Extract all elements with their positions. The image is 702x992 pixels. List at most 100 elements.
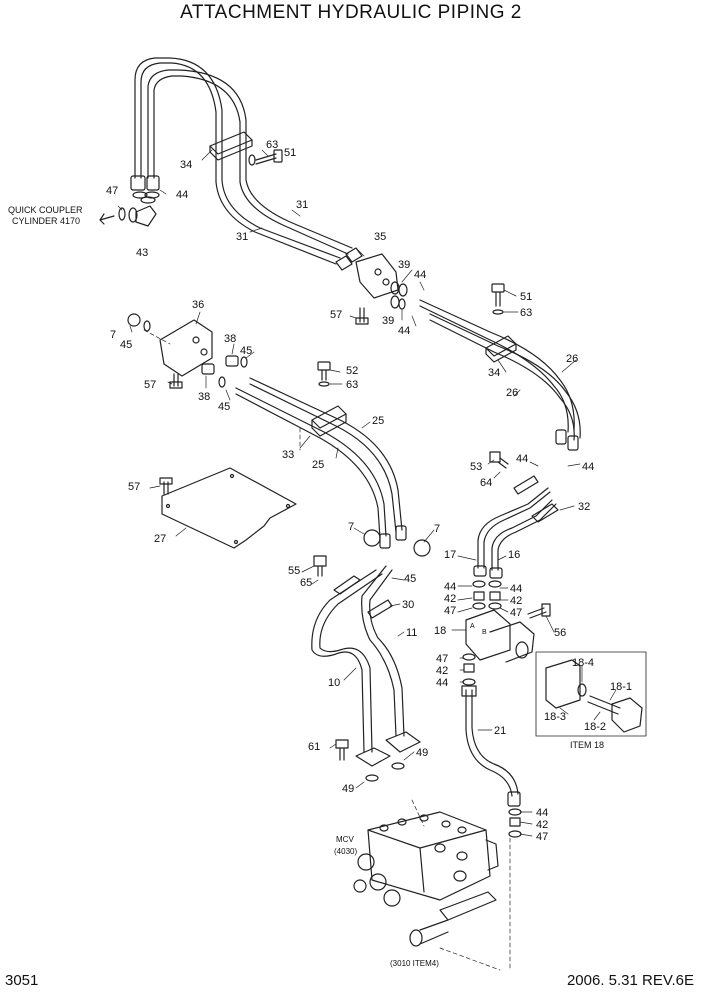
part-label: 47 bbox=[510, 607, 522, 619]
part-label: 35 bbox=[374, 231, 386, 243]
part-label: 7 bbox=[434, 523, 440, 535]
part-label: 44 bbox=[536, 807, 548, 819]
part-label: 45 bbox=[218, 401, 230, 413]
part-label: 57 bbox=[330, 309, 342, 321]
plates-30-65 bbox=[313, 555, 393, 619]
part-label: 16 bbox=[508, 549, 520, 561]
revision-date: 2006. 5.31 REV.6E bbox=[566, 972, 694, 989]
part-label: 42 bbox=[536, 819, 548, 831]
part-label: 56 bbox=[554, 627, 566, 639]
part-label: 44 bbox=[176, 189, 188, 201]
bolt-52 bbox=[317, 361, 331, 387]
part-label: 61 bbox=[308, 741, 320, 753]
bolt-51-right bbox=[491, 283, 505, 315]
part-label: 44 bbox=[516, 453, 528, 465]
part-label: 39 bbox=[398, 259, 410, 271]
part-label: 31 bbox=[236, 231, 248, 243]
part-label: 11 bbox=[406, 627, 417, 639]
leader-lines bbox=[143, 329, 511, 971]
part-label: 42 bbox=[444, 593, 456, 605]
reference-label: (3010 ITEM4) bbox=[390, 959, 439, 968]
part-label: 44 bbox=[414, 269, 426, 281]
valve-port-a: A bbox=[470, 623, 475, 630]
main-control-valve bbox=[353, 811, 499, 947]
part-label: 39 bbox=[382, 315, 394, 327]
part-label: 36 bbox=[192, 299, 204, 311]
part-label: 17 bbox=[444, 549, 456, 561]
hose-31-upper-loop bbox=[134, 57, 353, 265]
part-label: 33 bbox=[282, 449, 294, 461]
flanges-49-61 bbox=[335, 731, 421, 782]
part-label: 42 bbox=[436, 665, 448, 677]
part-label: 38 bbox=[224, 333, 236, 345]
cover-plate-27 bbox=[159, 467, 297, 549]
part-label: 26 bbox=[566, 353, 578, 365]
part-label: 31 bbox=[296, 199, 308, 211]
bolt-51-top bbox=[248, 149, 283, 166]
part-label: 43 bbox=[136, 247, 148, 259]
part-label: 63 bbox=[520, 307, 532, 319]
part-label: 51 bbox=[520, 291, 532, 303]
part-label: 7 bbox=[110, 329, 116, 341]
solenoid-valve-18 bbox=[465, 603, 551, 663]
part-label: 55 bbox=[288, 565, 300, 577]
part-label: 26 bbox=[506, 387, 518, 399]
part-label: 42 bbox=[510, 595, 522, 607]
caps-7 bbox=[363, 529, 431, 557]
bracket-36 bbox=[127, 313, 213, 389]
page-title: ATTACHMENT HYDRAULIC PIPING 2 bbox=[180, 2, 522, 23]
callout-leaders bbox=[117, 149, 617, 837]
part-label: 45 bbox=[240, 345, 252, 357]
item18-detail bbox=[535, 651, 647, 737]
part-label: 47 bbox=[106, 185, 118, 197]
part-label: 25 bbox=[312, 459, 324, 471]
part-label: 18-4 bbox=[572, 657, 594, 669]
part-label: 45 bbox=[120, 339, 132, 351]
mcv-label: MCV bbox=[336, 835, 354, 844]
part-label: 18-3 bbox=[544, 711, 566, 723]
part-label: 44 bbox=[436, 677, 448, 689]
orings-lower bbox=[462, 653, 476, 686]
quick-coupler-label-line2: CYLINDER 4170 bbox=[12, 216, 80, 226]
part-label: 64 bbox=[480, 477, 492, 489]
orings-column bbox=[472, 580, 502, 610]
part-label: 34 bbox=[180, 159, 192, 171]
part-label: 7 bbox=[348, 521, 354, 533]
plates-32-64 bbox=[489, 451, 559, 523]
mcv-label-line2: (4030) bbox=[334, 847, 357, 856]
part-label: 34 bbox=[488, 367, 500, 379]
item18-box-label: ITEM 18 bbox=[570, 740, 604, 750]
fittings-38-45 bbox=[201, 355, 248, 388]
hose-26-right bbox=[419, 299, 581, 451]
part-label: 38 bbox=[198, 391, 210, 403]
part-label: 27 bbox=[154, 533, 166, 545]
part-label: 44 bbox=[444, 581, 456, 593]
bracket-35 bbox=[355, 253, 408, 325]
part-label: 47 bbox=[444, 605, 456, 617]
part-label: 25 bbox=[372, 415, 384, 427]
part-label: 10 bbox=[328, 677, 340, 689]
page-number: 3051 bbox=[5, 972, 39, 989]
part-label: 57 bbox=[128, 481, 140, 493]
hose-end-fittings-top bbox=[130, 175, 363, 271]
part-label: 21 bbox=[494, 725, 506, 737]
part-label: 47 bbox=[536, 831, 548, 843]
clamp-33 bbox=[311, 405, 347, 437]
hose-21 bbox=[461, 685, 522, 838]
hose-16-17 bbox=[473, 487, 557, 579]
part-label: 49 bbox=[416, 747, 428, 759]
part-label: 52 bbox=[346, 365, 358, 377]
part-label: 18-2 bbox=[584, 721, 606, 733]
part-label: 30 bbox=[402, 599, 414, 611]
part-label: 49 bbox=[342, 783, 354, 795]
part-label: 44 bbox=[398, 325, 410, 337]
part-label: 65 bbox=[300, 577, 312, 589]
part-label: 47 bbox=[436, 653, 448, 665]
quick-coupler-label: QUICK COUPLER bbox=[8, 205, 83, 215]
part-label: 32 bbox=[578, 501, 590, 513]
part-label: 18-1 bbox=[610, 681, 632, 693]
part-label: 53 bbox=[470, 461, 482, 473]
clamp-34-top bbox=[209, 131, 253, 161]
